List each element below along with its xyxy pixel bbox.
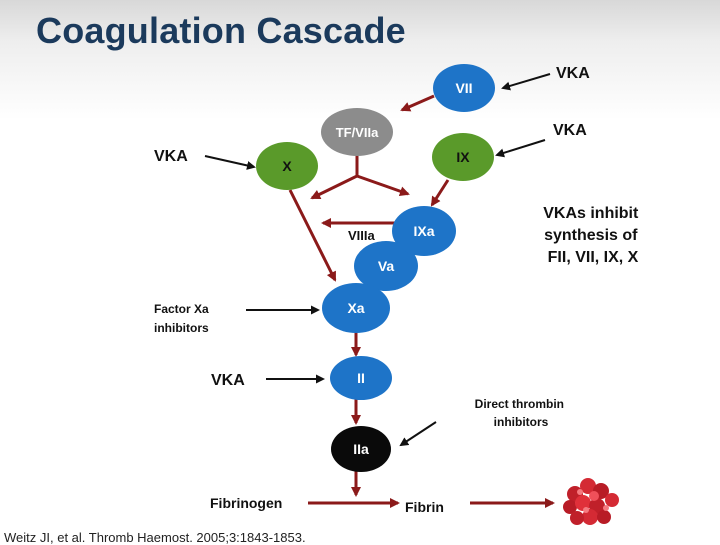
node-ixa: IXa <box>392 206 456 256</box>
arrow-vka-to-ix <box>495 139 546 158</box>
vka-note: VKAs inhibit synthesis of FII, VII, IX, … <box>543 205 643 266</box>
cascade-arrows <box>288 94 555 508</box>
slide-title: Coagulation Cascade <box>36 10 406 51</box>
svg-text:Xa: Xa <box>347 300 364 316</box>
node-x: X <box>256 142 318 190</box>
arrow-tf-to-x-branch <box>310 174 358 200</box>
label-thrombin-inhibitors: Direct thrombin inhibitors <box>475 397 568 429</box>
arrow-thrombin-inhibitors-to-iia <box>399 421 437 447</box>
citation: Weitz JI, et al. Thromb Haemost. 2005;3:… <box>4 530 306 545</box>
arrow-ix-to-ixa <box>430 179 450 207</box>
svg-text:IX: IX <box>456 149 470 165</box>
svg-text:X: X <box>282 158 292 174</box>
text-labels: VIIIa VKA VKA VKA VKA Factor Xa inhibito… <box>154 65 643 515</box>
svg-text:II: II <box>357 370 365 386</box>
node-tf-viia: TF/VIIa <box>321 108 393 156</box>
blood-clot-icon <box>563 478 619 525</box>
label-vka-ix: VKA <box>553 122 587 139</box>
node-ii: II <box>330 356 392 400</box>
svg-text:Va: Va <box>378 258 395 274</box>
svg-text:TF/VIIa: TF/VIIa <box>336 125 379 140</box>
label-fibrin: Fibrin <box>405 499 444 515</box>
arrow-vka-to-x <box>204 155 256 170</box>
node-xa: Xa <box>322 283 390 333</box>
node-vii: VII <box>433 64 495 112</box>
label-viiia: VIIIa <box>348 228 376 243</box>
arrow-tf-to-ixa-branch <box>356 174 410 197</box>
inhibitor-arrows <box>204 73 551 447</box>
factor-nodes: VII TF/VIIa X IX Va IXa <box>256 64 495 472</box>
label-vka-vii: VKA <box>556 65 590 82</box>
arrow-vka-to-vii <box>501 73 551 91</box>
label-xa-inhibitors: Factor Xa inhibitors <box>154 302 212 335</box>
label-vka-ii: VKA <box>211 372 245 389</box>
svg-text:VII: VII <box>455 80 472 96</box>
node-va: Va <box>354 241 418 291</box>
label-vka-x: VKA <box>154 148 188 165</box>
header-band <box>0 0 720 120</box>
label-fibrinogen: Fibrinogen <box>210 495 282 511</box>
node-ix: IX <box>432 133 494 181</box>
svg-text:IIa: IIa <box>353 441 369 457</box>
svg-text:IXa: IXa <box>413 223 434 239</box>
arrow-vii-to-tf <box>400 94 435 112</box>
node-iia: IIa <box>331 426 391 472</box>
arrow-x-to-xa <box>288 189 337 282</box>
